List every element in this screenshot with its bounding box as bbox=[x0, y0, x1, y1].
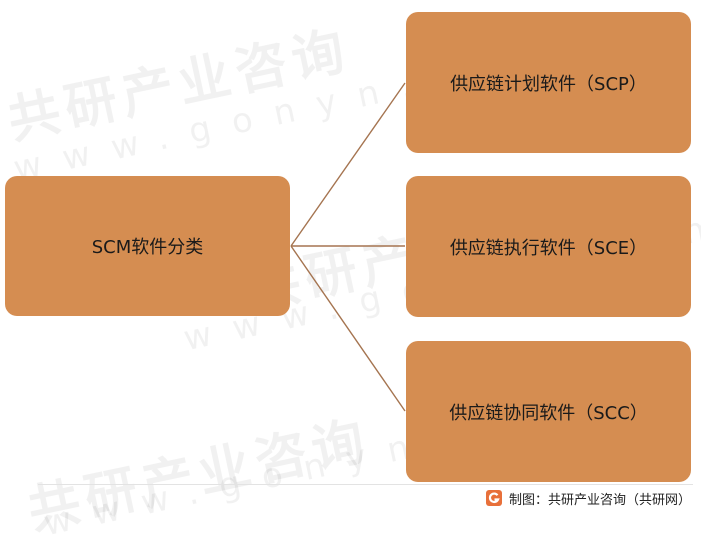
child-node-label: 供应链执行软件（SCE） bbox=[449, 237, 648, 259]
root-node-label: SCM软件分类 bbox=[91, 237, 204, 258]
root-node: SCM软件分类 bbox=[5, 176, 290, 316]
child-node-label: 供应链协同软件（SCC） bbox=[449, 402, 648, 424]
child-node-scp: 供应链计划软件（SCP） bbox=[406, 12, 691, 153]
child-node-scc: 供应链协同软件（SCC） bbox=[406, 341, 691, 482]
connector-to-scc bbox=[290, 245, 406, 412]
source-credit: 制图：共研产业咨询（共研网） bbox=[485, 488, 691, 508]
child-node-sce: 供应链执行软件（SCE） bbox=[406, 176, 691, 317]
connector-to-scp bbox=[290, 82, 406, 247]
child-node-label: 供应链计划软件（SCP） bbox=[450, 73, 647, 95]
footer-divider bbox=[38, 484, 693, 485]
source-text: 制图：共研产业咨询（共研网） bbox=[508, 492, 691, 508]
connector-lines bbox=[290, 82, 406, 412]
gonyn-logo-icon bbox=[485, 490, 502, 506]
